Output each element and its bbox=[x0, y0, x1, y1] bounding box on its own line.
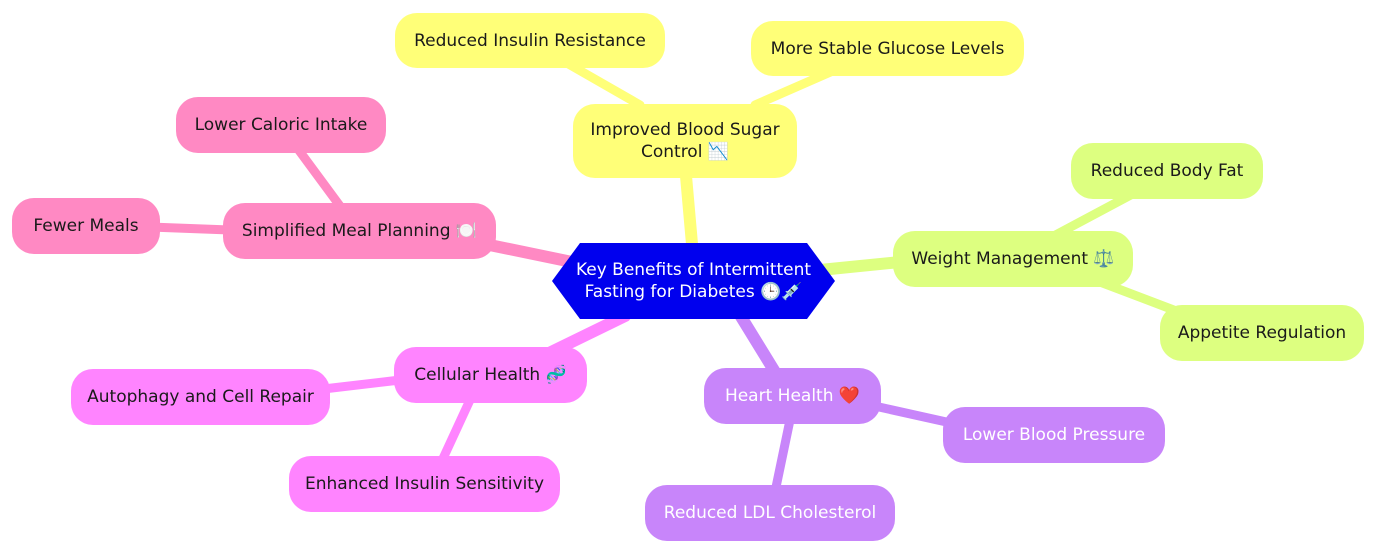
branch-cellular-health: Cellular Health 🧬 bbox=[394, 347, 587, 403]
leaf-fewer-meals: Fewer Meals bbox=[12, 198, 160, 254]
branch-weight-management: Weight Management ⚖️ bbox=[893, 231, 1133, 287]
branch-blood-sugar-control: Improved Blood Sugar Control 📉 bbox=[573, 104, 797, 178]
leaf-enhanced-insulin-sensitivity: Enhanced Insulin Sensitivity bbox=[289, 456, 560, 512]
leaf-lower-caloric-intake: Lower Caloric Intake bbox=[176, 97, 386, 153]
leaf-stable-glucose-levels: More Stable Glucose Levels bbox=[751, 21, 1024, 76]
edge-blood-sugar-insulin-resistance bbox=[560, 57, 645, 110]
leaf-lower-blood-pressure: Lower Blood Pressure bbox=[943, 407, 1165, 463]
edge-heart-ldl bbox=[770, 415, 795, 497]
leaf-reduced-insulin-resistance: Reduced Insulin Resistance bbox=[395, 13, 665, 68]
edge-cellular-insulin-sensitivity bbox=[435, 395, 475, 470]
leaf-reduced-ldl-cholesterol: Reduced LDL Cholesterol bbox=[645, 485, 895, 541]
edge-root-heart bbox=[734, 309, 781, 378]
edge-meal-caloric bbox=[290, 140, 345, 211]
branch-simplified-meal-planning: Simplified Meal Planning 🍽️ bbox=[223, 203, 496, 259]
leaf-appetite-regulation: Appetite Regulation bbox=[1160, 305, 1364, 361]
central-topic: Key Benefits of Intermittent Fasting for… bbox=[552, 243, 835, 319]
edge-root-weight bbox=[814, 256, 906, 276]
leaf-reduced-body-fat: Reduced Body Fat bbox=[1071, 143, 1263, 199]
branch-heart-health: Heart Health ❤️ bbox=[704, 368, 881, 424]
leaf-autophagy-cell-repair: Autophagy and Cell Repair bbox=[71, 369, 330, 425]
edge-root-blood-sugar bbox=[680, 170, 698, 250]
edge-meal-fewer bbox=[145, 222, 235, 235]
